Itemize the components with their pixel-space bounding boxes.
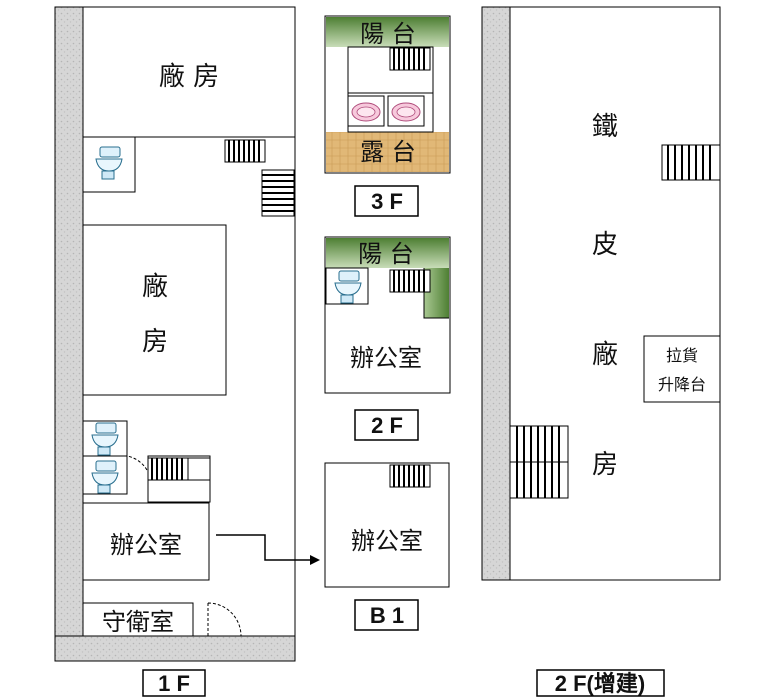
balcony-3f: 陽 台 (360, 20, 416, 48)
floor-2f: 陽 台 辦公室 2 F (324, 236, 451, 441)
door-swing-icon (207, 602, 242, 637)
room-factory-mid-char2: 房 (142, 327, 168, 357)
stairs-icon (261, 169, 295, 217)
floor-2f-extension: 鐵 皮 廠 房 拉貨 升降台 2 F(增建 (481, 6, 721, 697)
label-2f-extension: 2 F(增建) (555, 671, 645, 696)
stairs-icon (661, 144, 721, 181)
arrow-icon (216, 534, 310, 561)
label-2f: 2 F (371, 413, 403, 438)
balcony-2f: 陽 台 (358, 240, 414, 268)
label-b1: B 1 (370, 603, 404, 628)
room-factory-mid-char1: 廠 (142, 272, 168, 302)
room-guard: 守衛室 (102, 608, 174, 636)
label-1f: 1 F (158, 671, 190, 696)
room-office-1f: 辦公室 (110, 531, 182, 559)
room-office-2f: 辦公室 (350, 344, 422, 372)
room-office-b1: 辦公室 (351, 527, 423, 555)
stairs-icon (509, 425, 569, 499)
label-3f: 3 F (371, 189, 403, 214)
room-factory-top: 廠 房 (159, 62, 219, 92)
room-char-4: 房 (592, 450, 618, 480)
lift-label-1: 拉貨 (666, 346, 698, 365)
floor-b1: 辦公室 B 1 (324, 462, 450, 631)
room-char-2: 皮 (592, 230, 618, 260)
floor-3f: 陽 台 露 台 3 F (324, 15, 451, 217)
floor-1f: 廠 房 廠 房 辦公室 守衛室 (54, 6, 320, 697)
lift-label-2: 升降台 (658, 375, 706, 394)
room-char-3: 廠 (592, 340, 618, 370)
terrace-3f: 露 台 (360, 138, 416, 166)
room-char-1: 鐵 (592, 112, 618, 142)
